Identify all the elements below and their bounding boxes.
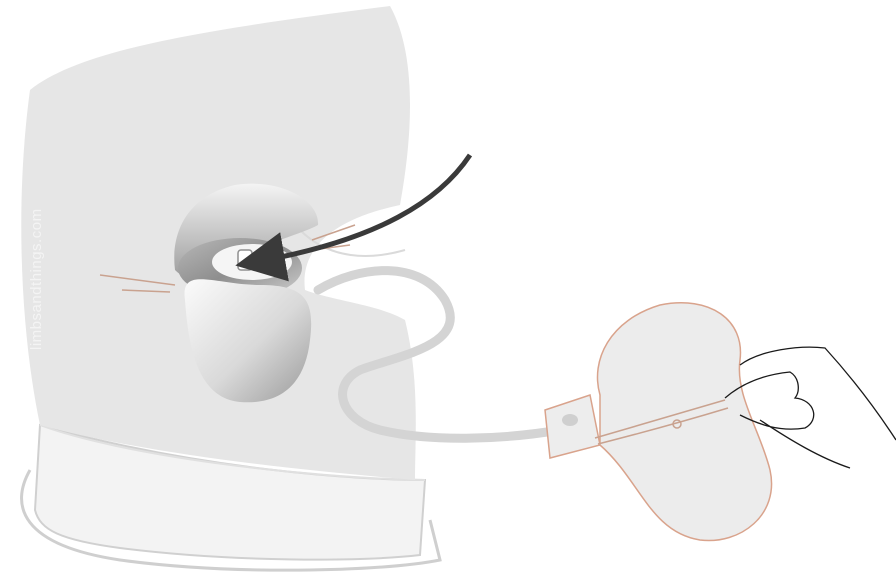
inflation-bulb-icon [545,303,772,541]
watermark-text: limbsandthings.com [28,208,45,350]
